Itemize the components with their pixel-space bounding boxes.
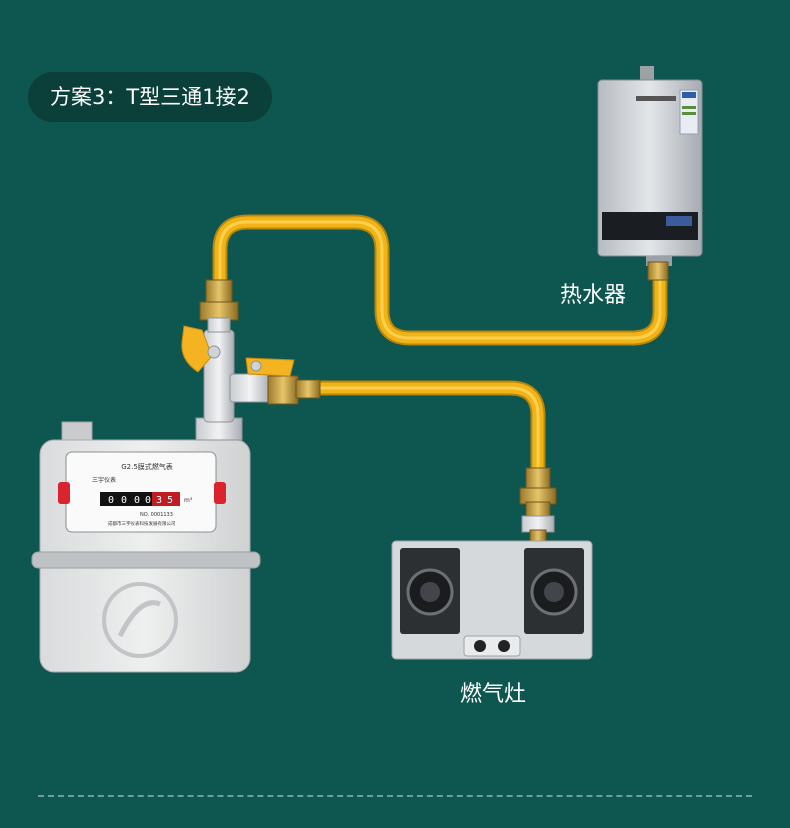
meter-maker: 成都市三宇仪表科技发展有限公司 <box>108 520 176 527</box>
meter-digit: 0 <box>145 495 151 506</box>
meter-digit: 0 <box>134 495 140 506</box>
hose-to-stove <box>310 380 546 478</box>
stove-connector <box>519 467 557 543</box>
gas-stove-icon <box>391 540 593 660</box>
meter-brand: 三宇仪表 <box>92 476 116 484</box>
meter-unit: m³ <box>184 497 193 504</box>
t-valve-icon <box>181 279 321 441</box>
heater-label: 热水器 <box>560 283 627 308</box>
gas-meter-icon: G2.5膜式燃气表 三宇仪表 0 0 0 0 3 5 m³ NO. 000113… <box>31 417 261 673</box>
meter-digit: 5 <box>167 495 173 506</box>
meter-serial: NO. 0001133 <box>140 512 173 518</box>
meter-face-title: G2.5膜式燃气表 <box>121 462 173 471</box>
meter-digit: 0 <box>108 495 114 506</box>
hose-to-heater <box>212 214 668 346</box>
scheme-title: 方案3：T型三通1接2 <box>28 72 272 122</box>
meter-digit: 0 <box>121 495 127 506</box>
meter-digit: 3 <box>156 495 162 506</box>
water-heater-icon <box>597 66 703 281</box>
bottom-divider <box>38 795 752 797</box>
stove-label: 燃气灶 <box>460 682 527 707</box>
meter-counter: 0 0 0 0 3 5 m³ <box>100 492 193 506</box>
